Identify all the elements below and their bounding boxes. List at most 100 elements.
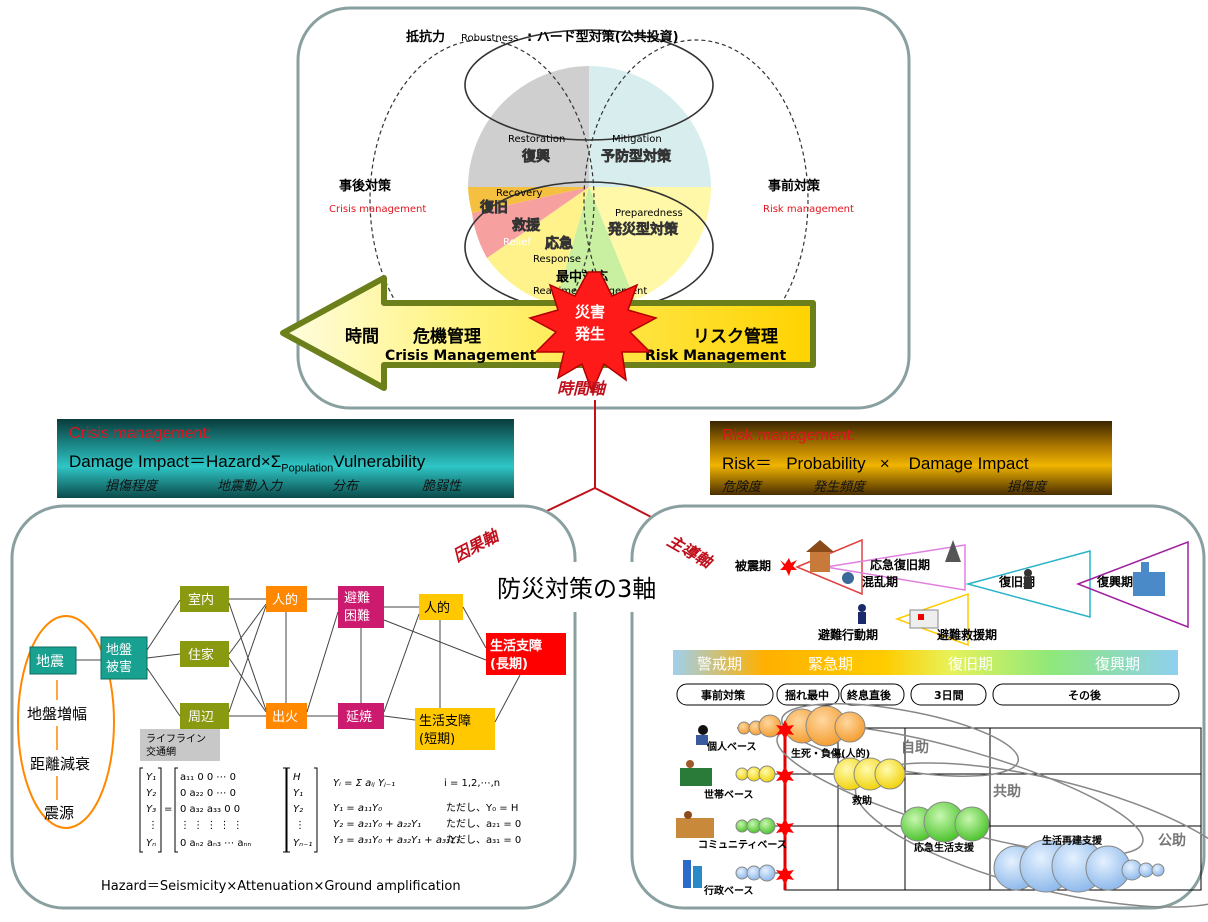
disaster-burst (528, 271, 658, 395)
node-life-short (415, 708, 495, 750)
node-human-2 (419, 594, 463, 620)
arrow-crisis-en: Crisis Management (385, 348, 537, 364)
pill-shaking: 揺れ最中 (785, 688, 829, 702)
node-human-2-label: 人的 (424, 600, 450, 616)
time-arrow (280, 275, 816, 391)
center-title: 防災対策の3軸 (497, 575, 656, 603)
pie-response (487, 187, 589, 305)
burst-text-2: 発生 (574, 325, 605, 343)
risk-dashed-ellipse (583, 39, 809, 361)
arrow-crisis-jp: 危機管理 (412, 326, 481, 347)
response-jp: 応急 (545, 235, 573, 252)
crisis-dashed-ellipse (369, 39, 595, 361)
svg-text:0 aₙ₂ aₙ₃ ⋯ aₙₙ: 0 aₙ₂ aₙ₃ ⋯ aₙₙ (180, 838, 251, 849)
time-axis-label: 時間軸 (557, 379, 607, 398)
bubble-household (735, 757, 906, 791)
burst-text-1: 災害 (575, 303, 605, 321)
pie-relief (472, 187, 589, 258)
hazard-formula: Hazard＝Seismicity×Attenuation×Ground amp… (101, 879, 461, 894)
arrow-time-label: 時間 (345, 326, 379, 347)
pill-3days: 3日間 (934, 689, 964, 702)
mutual-help: 共助 (993, 783, 1021, 800)
people-icon (842, 572, 854, 584)
time-pills (676, 683, 1180, 706)
phase-reconstruction: 復興期 (1096, 574, 1133, 589)
node-human-1 (266, 586, 307, 612)
crisis-eq-main-b: Vulnerability (333, 452, 426, 471)
pie-preparedness (589, 187, 711, 300)
bubble-community (735, 801, 990, 843)
node-life-short-l1: 生活支障 (419, 714, 471, 729)
svg-text:Y₃ = a₃₁Y₀ + a₃₂Y₁ + a₃₃Y₂: Y₃ = a₃₁Y₀ + a₃₂Y₁ + a₃₃Y₂ (333, 835, 460, 846)
node-life-long-l1: 生活支障 (490, 638, 542, 654)
node-evac-l1: 避難 (344, 591, 370, 606)
pie-recovery (468, 187, 589, 213)
node-lifeline-l2: 交通網 (146, 745, 176, 758)
life-death-label: 生死・負傷(人的) (791, 747, 870, 760)
emergency-support-label: 応急生活支援 (914, 841, 975, 854)
node-life-short-l2: (短期) (419, 732, 455, 747)
phase-band (673, 650, 1178, 675)
risk-eq-title: Risk management: (722, 427, 856, 444)
svg-text:⋮: ⋮ (148, 820, 158, 831)
risk-eq-sub3: 損傷度 (1007, 480, 1047, 495)
node-evac-difficulty (338, 586, 384, 628)
chain-source: 震源 (44, 804, 74, 822)
crisis-equation-box: Crisis management: Damage Impact＝Hazard×… (57, 419, 514, 498)
svg-text:0 a₂₂ 0 ⋯ 0: 0 a₂₂ 0 ⋯ 0 (180, 788, 236, 799)
phase-chaos: 混乱期 (862, 574, 898, 589)
node-around (180, 703, 229, 729)
management-pie (468, 66, 711, 310)
phase-evac-rescue: 避難救援期 (937, 627, 997, 642)
self-help: 自助 (901, 739, 929, 756)
phase-evac-action: 避難行動期 (818, 627, 878, 642)
pre-measures-jp: 事前対策 (768, 178, 821, 194)
recovery-jp: 復旧 (479, 199, 508, 216)
risk-eq-sub1: 危険度 (722, 480, 762, 495)
crisis-eq-main-a: Damage Impact＝Hazard×Σ (69, 452, 282, 471)
row-community: コミュニティベース (698, 839, 787, 851)
svg-text:ただし、a₂₁ = 0: ただし、a₂₁ = 0 (446, 818, 521, 830)
tent-icon (945, 540, 961, 562)
svg-text:H: H (293, 772, 301, 783)
chain-ground-amp: 地盤増幅 (27, 705, 87, 723)
row-household: 世帯ベース (704, 788, 754, 801)
restoration-jp: 復興 (521, 148, 550, 165)
pre-measures-en: Risk management (763, 204, 854, 215)
svg-text:ただし、a₃₁ = 0: ただし、a₃₁ = 0 (446, 834, 521, 846)
node-fire (266, 703, 307, 729)
robustness-rest: : ハード型対策(公共投資) (527, 29, 679, 45)
phase-emergency-recovery: 応急復旧期 (870, 557, 930, 572)
band-recovery: 復旧期 (948, 655, 993, 673)
svg-text:⋮ ⋮ ⋮ ⋮ ⋮: ⋮ ⋮ ⋮ ⋮ ⋮ (180, 820, 243, 831)
arrow-risk-jp: リスク管理 (693, 326, 778, 347)
leading-panel (630, 504, 1206, 910)
pie-restoration (468, 66, 589, 187)
svg-text:=: = (164, 804, 172, 815)
svg-text:a₁₁ 0 0 ⋯ 0: a₁₁ 0 0 ⋯ 0 (180, 772, 236, 783)
svg-text:Yₙ: Yₙ (146, 838, 156, 849)
svg-text:Y₂: Y₂ (293, 804, 303, 815)
crisis-eq-main: Damage Impact＝Hazard×ΣPopulationVulnerab… (69, 447, 425, 474)
crisis-eq-title: Crisis management: (69, 425, 212, 442)
svg-text:ただし、Y₀ = H: ただし、Y₀ = H (446, 802, 518, 814)
row-individual: 個人ベース (706, 740, 757, 753)
mitigation-en: Mitigation (612, 134, 662, 145)
band-reconstruction: 復興期 (1095, 655, 1140, 673)
source-chain-ellipse (17, 615, 115, 829)
pill-later: その後 (1068, 688, 1102, 702)
node-evac-l2: 困難 (344, 609, 370, 624)
node-around-label: 周辺 (188, 710, 214, 725)
phase-disaster: 被震期 (735, 558, 771, 573)
quake-stars (776, 720, 794, 885)
worker-icon (1024, 569, 1032, 577)
node-lifeline-l1: ライフライン (146, 733, 206, 745)
node-spread (338, 703, 384, 729)
node-life-long (486, 633, 566, 675)
phase-icons (806, 540, 1165, 629)
bubble-government (735, 839, 1165, 893)
node-human-1-label: 人的 (272, 592, 298, 608)
node-house-label: 住家 (188, 647, 214, 663)
